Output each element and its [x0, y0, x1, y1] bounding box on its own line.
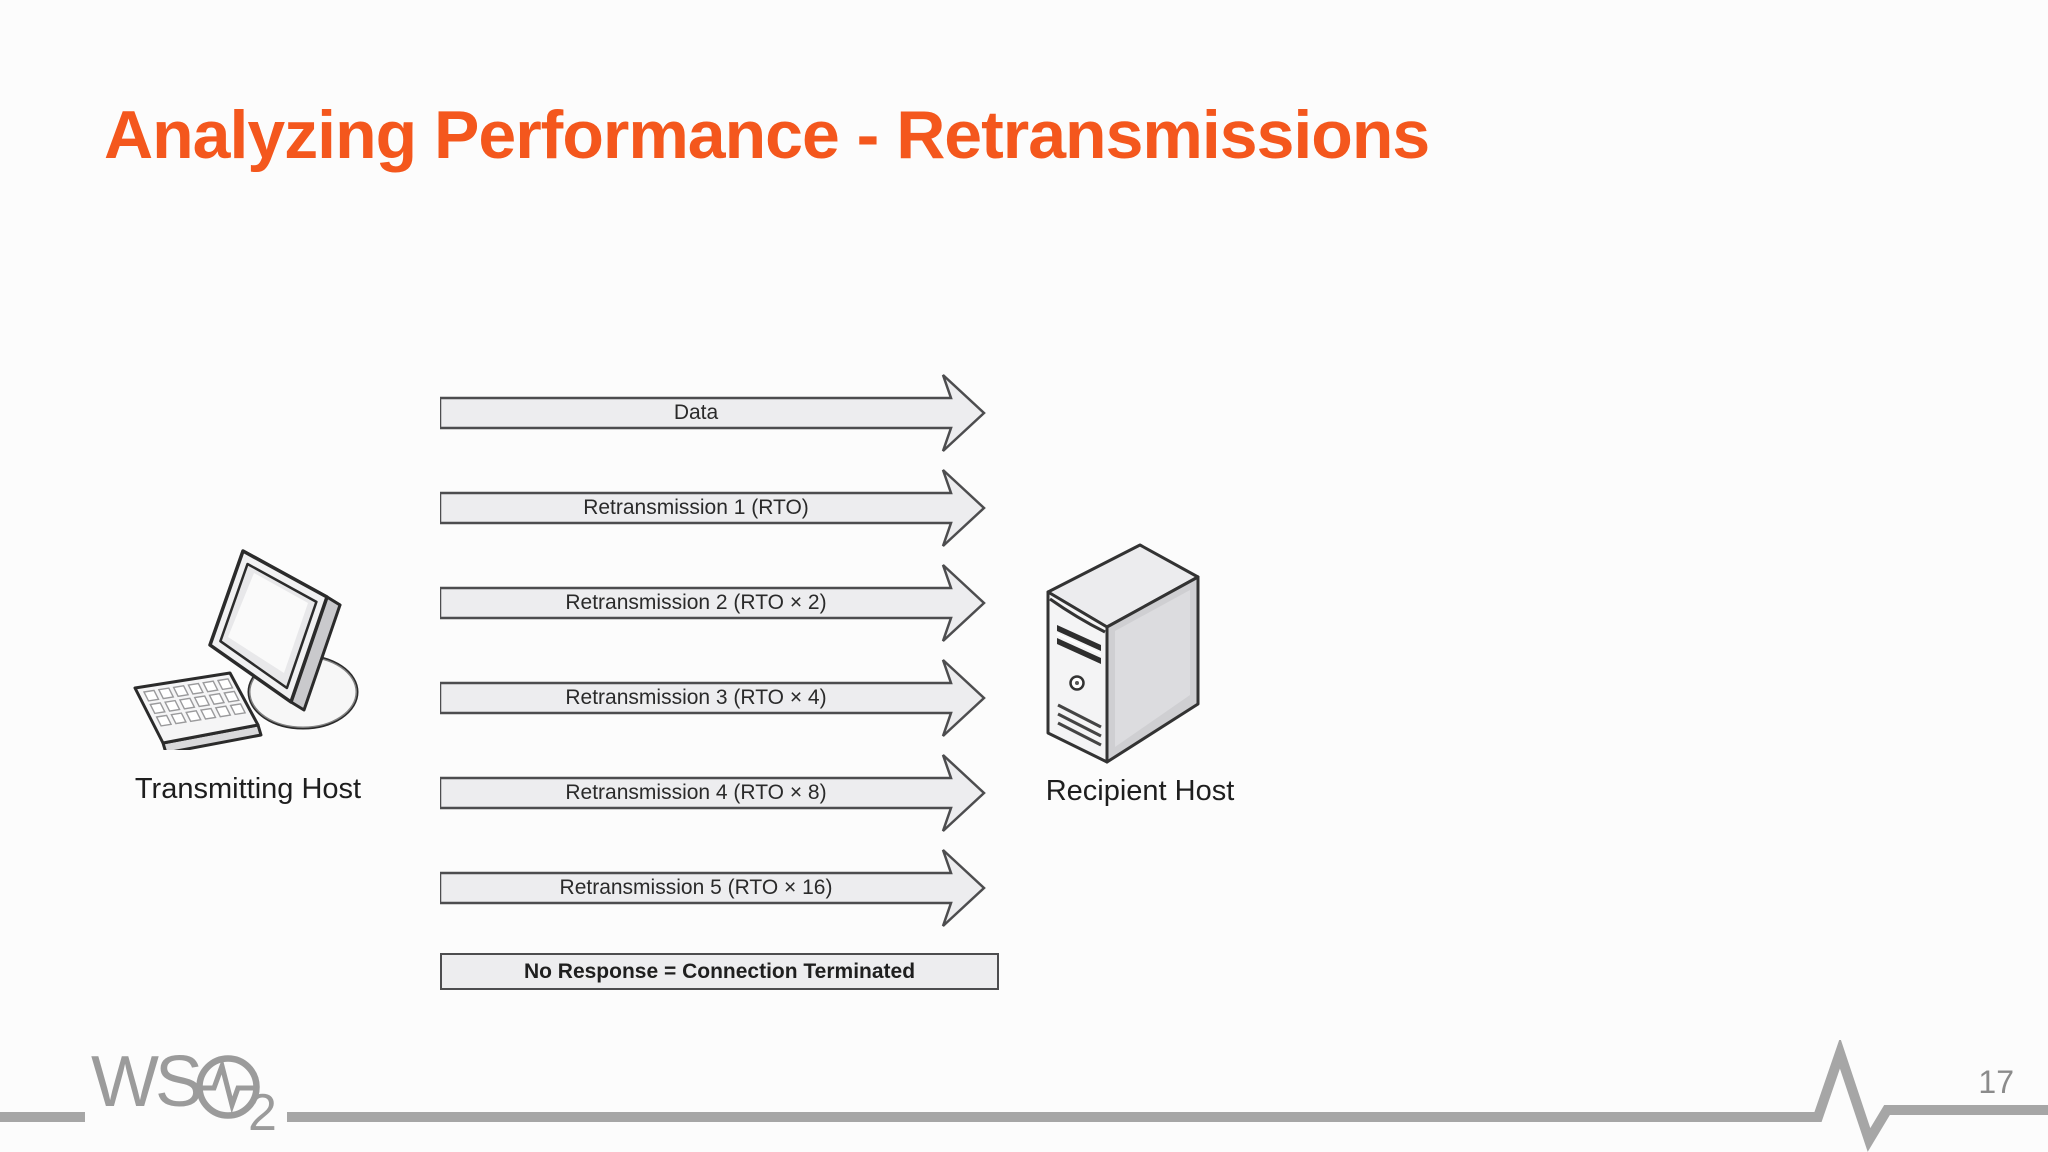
wso2-logo-ws-text: WS [91, 1042, 200, 1122]
arrow-retransmission-3: Retransmission 3 (RTO × 4) [440, 659, 986, 737]
arrow-retransmission-2: Retransmission 2 (RTO × 2) [440, 564, 986, 642]
page-title: Analyzing Performance - Retransmissions [104, 97, 1430, 173]
arrow-retransmission-4: Retransmission 4 (RTO × 8) [440, 754, 986, 832]
footer-rule-left [0, 1112, 85, 1122]
wso2-logo-2-text: 2 [248, 1084, 277, 1140]
wso2-logo: WS 2 [91, 1042, 277, 1140]
arrow-label: Retransmission 5 (RTO × 16) [559, 876, 833, 899]
right-arrow-shape [440, 754, 986, 832]
termination-box: No Response = Connection Terminated [440, 953, 999, 990]
arrow-retransmission-1: Retransmission 1 (RTO) [440, 469, 986, 547]
footer-rule-main [287, 1112, 1818, 1122]
server-tower-icon [1046, 543, 1200, 764]
arrow-label: Retransmission 4 (RTO × 8) [565, 781, 827, 804]
wso2-logo-pulse-icon [199, 1057, 256, 1114]
right-arrow-shape [440, 374, 986, 452]
termination-label: No Response = Connection Terminated [523, 960, 916, 983]
right-arrow-shape [440, 564, 986, 642]
arrow-label: Retransmission 2 (RTO × 2) [565, 591, 827, 614]
heartbeat-pulse-icon [1806, 1040, 2048, 1152]
arrow-label: Retransmission 3 (RTO × 4) [565, 686, 827, 709]
recipient-host-label: Recipient Host [1045, 775, 1235, 807]
right-arrow-shape [440, 469, 986, 547]
arrow-label: Retransmission 1 (RTO) [583, 496, 809, 519]
page-number: 17 [1978, 1064, 2014, 1100]
desktop-computer-icon [133, 549, 359, 750]
right-arrow-shape [440, 659, 986, 737]
arrow-retransmission-5: Retransmission 5 (RTO × 16) [440, 849, 986, 927]
right-arrow-shape [440, 849, 986, 927]
arrow-data: Data [440, 374, 986, 452]
transmitting-host-label: Transmitting Host [134, 773, 362, 805]
arrow-label: Data [673, 401, 719, 424]
